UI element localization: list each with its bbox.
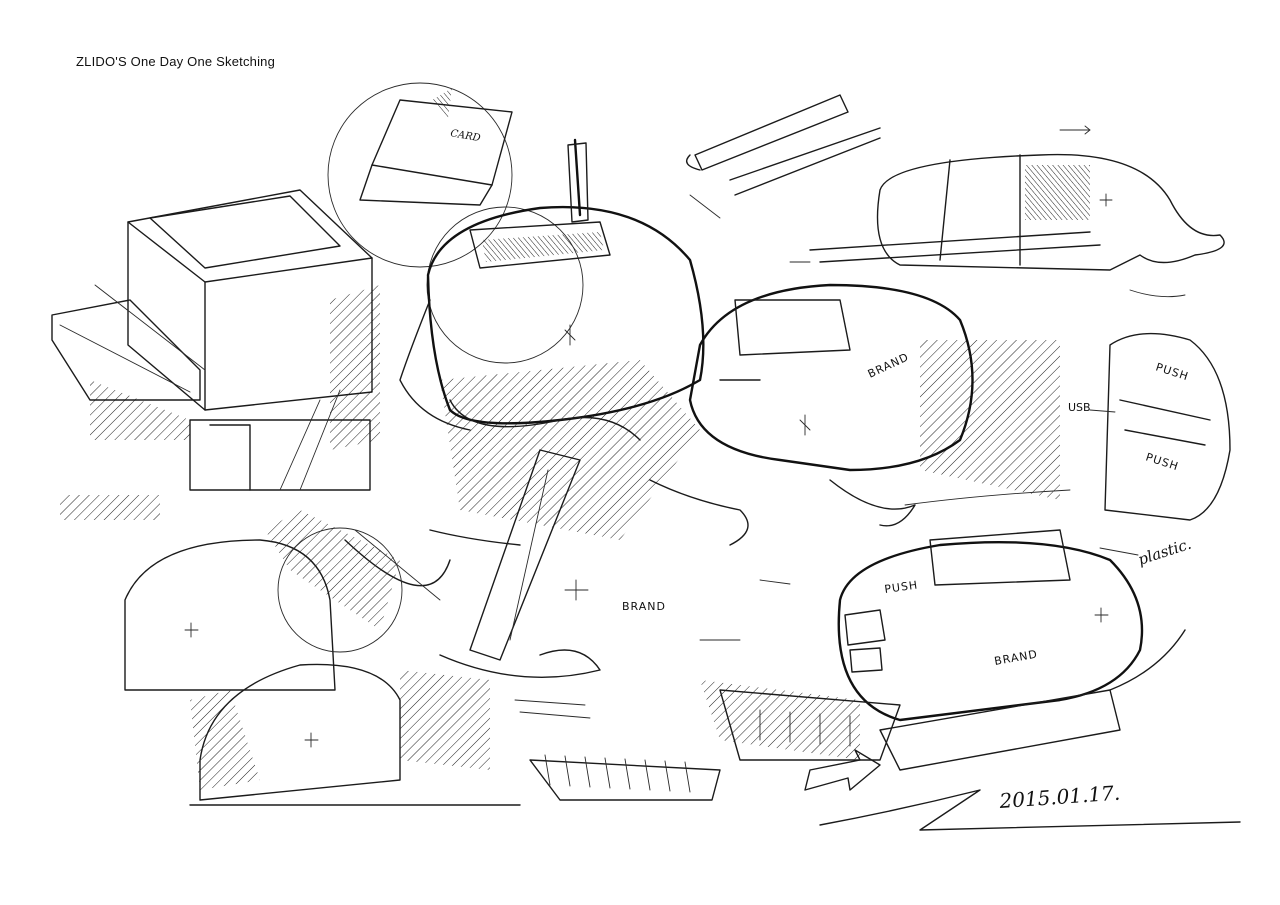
brand-label-3: BRAND xyxy=(993,648,1039,668)
pen-sketch xyxy=(686,94,881,219)
brand-label-1: BRAND xyxy=(866,350,911,380)
plastic-annotation: plastic. xyxy=(1136,535,1194,569)
back-panel-sketch: PUSH PUSH USB xyxy=(1068,332,1231,521)
bottom-right-printer-sketch: PUSH BRAND xyxy=(700,529,1186,791)
bottom-left-dome-sketch xyxy=(124,510,521,806)
left-printer-sketch xyxy=(51,189,380,520)
card-holder-sketch: CARD xyxy=(327,82,513,268)
right-elephant-side-sketch xyxy=(809,153,1225,298)
sketch-date: 2015.01.17. xyxy=(998,781,1121,813)
brand-label-2: BRAND xyxy=(622,600,666,613)
push-label-1: PUSH xyxy=(1154,360,1190,383)
card-label: CARD xyxy=(449,128,481,144)
middle-right-elephant-printer-sketch: BRAND xyxy=(649,283,1071,546)
usb-label: USB xyxy=(1068,401,1091,414)
push-label-3: PUSH xyxy=(884,578,919,596)
annotation-arrows xyxy=(699,125,1091,641)
push-label-2: PUSH xyxy=(1144,450,1180,473)
sketch-title: ZLIDO'S One Day One Sketching xyxy=(76,54,276,69)
center-elephant-printer-sketch xyxy=(344,138,705,678)
tool-tray-sketch: BRAND xyxy=(514,579,721,801)
